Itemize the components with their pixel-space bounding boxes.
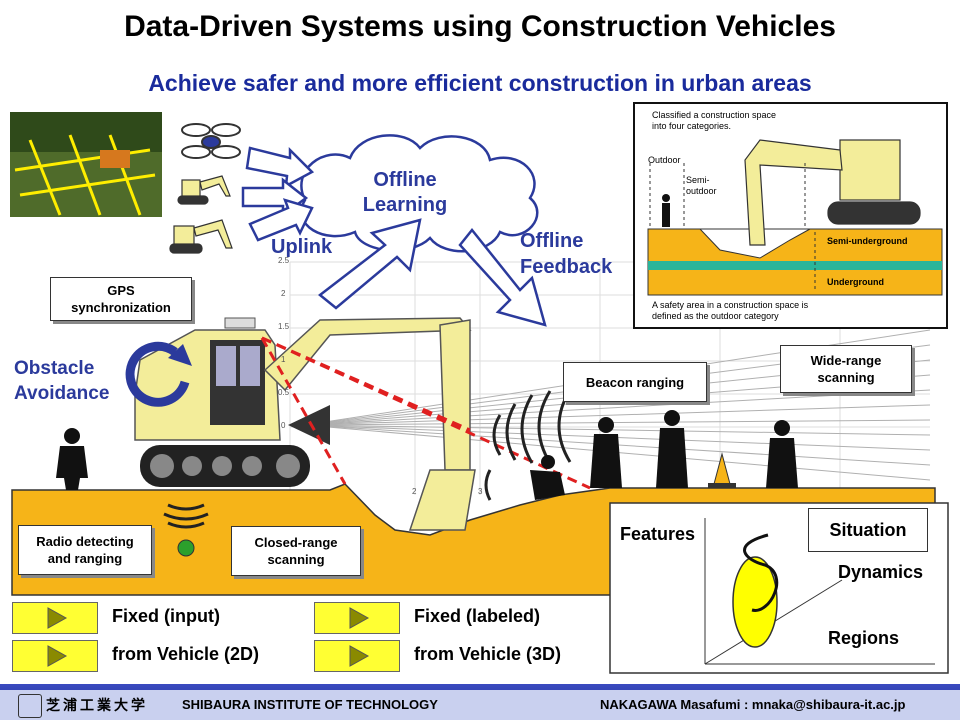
footer-institute: SHIBAURA INSTITUTE OF TECHNOLOGY: [182, 697, 438, 712]
legend-label-fixed-input: Fixed (input): [112, 606, 220, 626]
legend-label-vehicle-3d: from Vehicle (3D): [414, 644, 562, 664]
small-excavator-icon-1: [177, 175, 231, 205]
rotate-arrowhead-icon: [168, 344, 192, 366]
radio-line2: and ranging: [47, 551, 123, 566]
beacon-callout: Beacon ranging: [563, 362, 707, 402]
legend-arrow-icons: [47, 607, 370, 667]
inset-worker-icon: [662, 194, 670, 227]
radio-line1: Radio detecting: [36, 534, 134, 549]
inset-top-note-1: Classified a construction space: [652, 110, 777, 120]
footer-author: NAKAGAWA Masafumi : mnaka@shibaura-it.ac…: [600, 697, 906, 712]
inset-bottom-note: A safety area in a construction space is…: [652, 300, 808, 322]
dynamics-label: Dynamics: [838, 562, 924, 582]
footer-logo-text: 芝浦工業大学: [46, 697, 148, 713]
tick-x-0: 2: [412, 487, 417, 496]
situation-label: Situation: [808, 508, 928, 552]
radio-signal-icon: [163, 503, 209, 529]
inset-bottom-note-1: A safety area in a construction space is: [652, 300, 809, 310]
footer-strip: [0, 690, 960, 720]
regions-ellipse: [732, 556, 778, 648]
uplink-arrows: [241, 146, 547, 327]
obstacle-avoidance-label: Obstacle Avoidance: [14, 356, 109, 406]
sit-logo-icon: [18, 694, 42, 718]
inset-semi-outdoor-label: Semi- outdoor: [686, 175, 717, 197]
tick-y-3: 1: [281, 355, 286, 364]
inset-bottom-note-2: defined as the outdoor category: [652, 311, 779, 321]
inset-dividers: [649, 163, 816, 292]
tick-y-1: 2: [281, 289, 286, 298]
rotate-arrow-icon: [125, 341, 190, 407]
scanner-beam-icon: [288, 405, 330, 445]
tick-y-2: 1.5: [278, 322, 290, 331]
dynamics-curve: [743, 533, 779, 612]
wide-range-callout: Wide-range scanning: [780, 345, 912, 393]
inset-underground-band: [648, 261, 942, 270]
uplink-label: Uplink: [271, 236, 333, 258]
inset-underground-label: Underground: [827, 277, 884, 287]
inset-top-note: Classified a construction space into fou…: [652, 110, 776, 132]
offline-learning-cloud: [300, 134, 539, 253]
gps-line1: GPS: [107, 283, 135, 298]
inset-semi-outdoor-1: Semi-: [686, 175, 710, 185]
legend-label-vehicle-2d: from Vehicle (2D): [112, 644, 260, 664]
traffic-cone-icon: [708, 452, 736, 488]
tick-x-1: 3: [478, 487, 483, 496]
legend-label-fixed-labeled: Fixed (labeled): [414, 606, 541, 626]
sensor-dot-icon: [177, 539, 195, 557]
radio-callout: Radio detecting and ranging: [18, 525, 152, 575]
page-title: Data-Driven Systems using Construction V…: [124, 10, 836, 43]
site-photo: [10, 112, 162, 217]
obstacle-line1: Obstacle: [14, 358, 95, 379]
worker-silhouettes: [56, 410, 798, 500]
inset-top-note-2: into four categories.: [652, 121, 732, 131]
inset-outdoor-label: Outdoor: [648, 155, 681, 165]
drone-icon: [181, 123, 241, 159]
cloud-line1: Offline: [373, 169, 437, 191]
wide-range-line2: scanning: [817, 370, 875, 385]
tick-y-5: 0: [281, 421, 286, 430]
gps-line2: synchronization: [71, 300, 171, 315]
wide-range-line1: Wide-range: [810, 353, 882, 368]
cloud-line2: Learning: [362, 194, 448, 216]
inset-excavator: [744, 139, 921, 246]
feedback-line1: Offline: [520, 230, 584, 252]
cloud-label: Offline Learning: [350, 168, 460, 218]
feedback-line2: Feedback: [520, 256, 613, 278]
closed-range-callout: Closed-range scanning: [231, 526, 361, 576]
closed-range-line2: scanning: [267, 552, 325, 567]
gps-callout: GPS synchronization: [50, 277, 192, 321]
small-excavator-icon-2: [169, 219, 233, 254]
obstacle-line2: Avoidance: [14, 383, 110, 404]
laser-lines: [260, 336, 591, 490]
page-subtitle: Achieve safer and more efficient constru…: [148, 70, 812, 96]
offline-feedback-label: Offline Feedback: [520, 228, 612, 280]
features-label: Features: [620, 524, 696, 544]
inset-semi-underground-label: Semi-underground: [827, 236, 908, 246]
closed-range-line1: Closed-range: [254, 535, 338, 550]
tick-y-0: 2.5: [278, 256, 290, 265]
inset-semi-outdoor-2: outdoor: [686, 186, 717, 196]
tick-y-4: 0.5: [278, 388, 290, 397]
regions-label: Regions: [828, 628, 900, 648]
